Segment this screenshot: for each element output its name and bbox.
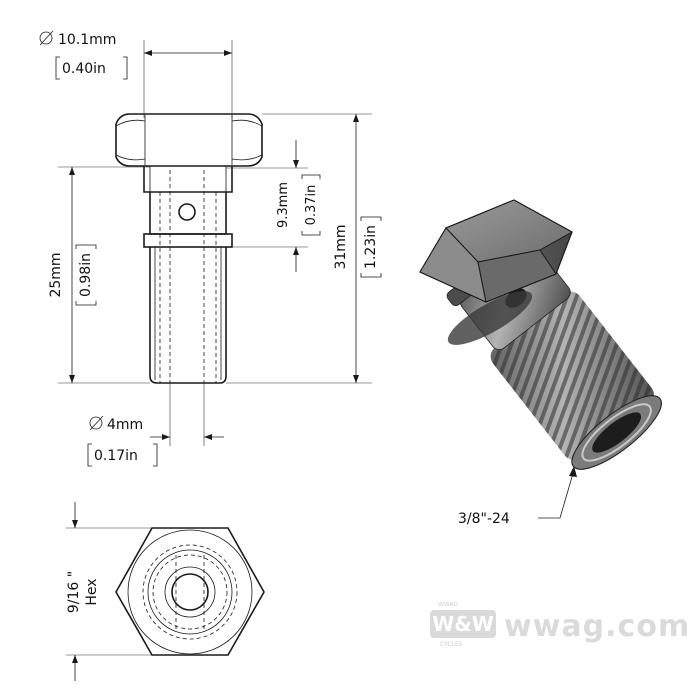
shank-length-mm: 25mm <box>48 252 64 297</box>
dim-shank-length: 25mm 0.98in <box>48 244 97 306</box>
hole-height-mm: 9.3mm <box>276 182 291 228</box>
dim-hole-height: 9.3mm 0.37in <box>276 174 321 236</box>
hole-height-inch: 0.37in <box>304 185 319 226</box>
bore-diameter-mm: 4mm <box>107 417 143 433</box>
bolt-3d-render <box>419 199 662 470</box>
hex-size-label: 9/16 " Hex <box>66 571 100 613</box>
thread-spec: 3/8"-24 <box>458 511 510 527</box>
head-diameter-mm: 10.1mm <box>58 32 116 48</box>
dim-bore-diameter: 4mm 0.17in <box>87 415 158 467</box>
shank-length-inch: 0.98in <box>78 253 94 297</box>
bore-diameter-inch: 0.17in <box>94 448 138 464</box>
watermark-small-bottom: CYCLES <box>440 641 463 648</box>
watermark-site: wwag.com <box>504 609 690 644</box>
total-length-inch: 1.23in <box>363 225 379 269</box>
thread-callout: 3/8"-24 <box>458 466 577 527</box>
side-view <box>58 40 372 446</box>
hex-size-unit: Hex <box>84 578 100 605</box>
hex-end-view <box>66 502 265 681</box>
watermark-logo: WWAG W&W CYCLES wwag.com <box>430 601 690 648</box>
dim-head-diameter: 10.1mm 0.40in <box>39 30 128 80</box>
total-length-mm: 31mm <box>333 224 349 269</box>
watermark-badge: W&W <box>432 612 494 636</box>
hex-size-value: 9/16 " <box>66 571 82 613</box>
dim-total-length: 31mm 1.23in <box>333 216 382 278</box>
watermark-small-top: WWAG <box>438 601 459 608</box>
head-diameter-inch: 0.40in <box>62 61 106 77</box>
